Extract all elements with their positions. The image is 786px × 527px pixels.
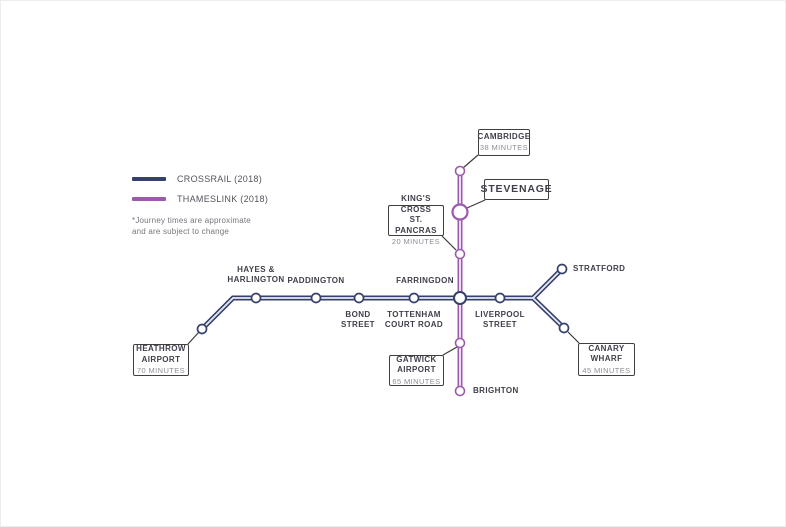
- station-label-hayes-harlington: HAYES & HARLINGTON: [227, 265, 285, 284]
- station-label-stratford: STRATFORD: [573, 264, 626, 273]
- connector-heathrow: [187, 331, 200, 345]
- callout-title-canary-wharf: CANARY WHARF: [588, 343, 625, 364]
- station-label-paddington: PADDINGTON: [287, 276, 345, 285]
- callout-box-canary-wharf: CANARY WHARF 45 MINUTES: [578, 343, 635, 376]
- legend-label-crossrail: CROSSRAIL (2018): [177, 174, 262, 184]
- thameslink-stations: [451, 165, 469, 397]
- connector-canary-wharf: [567, 331, 580, 344]
- callout-box-kings-cross: KING'S CROSS ST. PANCRAS 20 MINUTES: [388, 194, 444, 246]
- station-dot-liverpool-street: [494, 292, 506, 304]
- callout-title-cambridge: CAMBRIDGE: [477, 131, 531, 141]
- callout-time-gatwick: 65 MINUTES: [392, 376, 441, 386]
- station-label-bond-street: BOND STREET: [341, 310, 375, 329]
- callout-time-cambridge: 38 MINUTES: [479, 143, 529, 153]
- crossrail-swatch: [132, 177, 166, 181]
- callout-box-gatwick: GATWICK AIRPORT 65 MINUTES: [389, 355, 444, 386]
- callout-title-heathrow: HEATHROW AIRPORT: [136, 344, 186, 364]
- connector-cambridge: [462, 154, 479, 169]
- callout-time-canary-wharf: 45 MINUTES: [582, 365, 631, 375]
- connector-stevenage: [466, 199, 486, 209]
- legend-note: *Journey times are approximate and are s…: [132, 216, 251, 236]
- callout-title-kings-cross: KING'S CROSS ST. PANCRAS: [395, 194, 437, 235]
- station-dot-brighton: [454, 385, 466, 397]
- station-dot-stevenage: [451, 203, 469, 221]
- connector-gatwick: [442, 346, 458, 356]
- station-label-tottenham-court-road: TOTTENHAM COURT ROAD: [384, 310, 444, 329]
- callout-time-heathrow: 70 MINUTES: [136, 366, 186, 376]
- station-dot-heathrow: [196, 323, 208, 335]
- legend-row-thameslink: THAMESLINK (2018): [132, 191, 268, 207]
- callout-box-cambridge: CAMBRIDGE 38 MINUTES: [478, 129, 530, 156]
- callout-time-kings-cross: 20 MINUTES: [391, 236, 441, 246]
- legend-row-crossrail: CROSSRAIL (2018): [132, 171, 268, 187]
- station-dot-kings-cross: [454, 248, 466, 260]
- station-dot-tottenham-court-road: [408, 292, 420, 304]
- callout-title-gatwick: GATWICK AIRPORT: [396, 354, 437, 375]
- station-dot-paddington: [310, 292, 322, 304]
- thameslink-swatch: [132, 197, 166, 201]
- station-dot-cambridge: [454, 165, 466, 177]
- callout-box-heathrow: HEATHROW AIRPORT 70 MINUTES: [133, 344, 189, 376]
- station-dot-canary-wharf: [558, 322, 570, 334]
- station-label-liverpool-street: LIVERPOOL STREET: [475, 310, 525, 329]
- station-dot-gatwick: [454, 337, 466, 349]
- station-label-farringdon: FARRINGDON: [396, 276, 454, 285]
- callout-title-stevenage: STEVENAGE: [480, 182, 553, 195]
- station-dot-bond-street: [353, 292, 365, 304]
- station-dot-stratford: [556, 263, 568, 275]
- legend-label-thameslink: THAMESLINK (2018): [177, 194, 269, 204]
- crossrail-stations: [196, 263, 570, 335]
- connector-kings-cross: [441, 235, 457, 251]
- station-dot-farringdon-junction: [453, 291, 467, 305]
- station-dot-hayes-harlington: [250, 292, 262, 304]
- callout-box-stevenage: STEVENAGE: [481, 179, 552, 200]
- legend: CROSSRAIL (2018) THAMESLINK (2018) *Jour…: [132, 171, 268, 238]
- station-label-brighton: BRIGHTON: [473, 386, 519, 395]
- callout-connectors: [187, 154, 580, 356]
- crossrail-line: [200, 267, 566, 331]
